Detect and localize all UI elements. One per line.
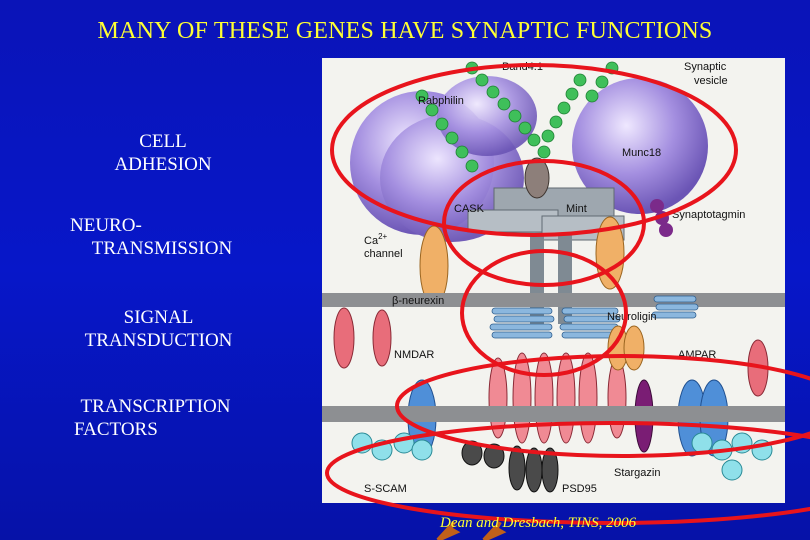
- label-psd95: PSD95: [562, 483, 597, 495]
- highlight-ellipse: [330, 63, 738, 237]
- category-line: SIGNAL: [123, 307, 194, 328]
- psd95-beads: [461, 440, 559, 493]
- highlight-ellipse: [460, 249, 628, 377]
- label-synaptic-vesicle: vesicle: [694, 75, 728, 87]
- category-line: TRANSDUCTION: [84, 330, 233, 351]
- label-nmdar: NMDAR: [394, 349, 434, 361]
- label-ca-superscript: 2+: [378, 232, 387, 241]
- highlight-ellipse: [325, 421, 810, 525]
- label-channel: channel: [364, 248, 403, 260]
- synaptic-vesicle: [572, 78, 708, 214]
- category-line: TRANSCRIPTION: [80, 396, 231, 417]
- synapse-diagram: Band4.1 Synaptic vesicle Rabphilin Munc1…: [322, 58, 810, 540]
- arrow-icon: [482, 525, 507, 540]
- label-scam: S-SCAM: [364, 483, 407, 495]
- label-munc18: Munc18: [622, 147, 661, 159]
- label-ca: Ca2+: [364, 232, 388, 247]
- category-line: CELL: [139, 131, 187, 152]
- highlight-circles: [325, 63, 810, 525]
- label-mint: Mint: [566, 203, 587, 215]
- neurexin-neuroligin-stacks: [489, 295, 699, 339]
- postsynaptic-membrane: [322, 406, 785, 422]
- category-line: ADHESION: [114, 154, 212, 175]
- label-cask: CASK: [454, 203, 485, 215]
- label-synaptotagmin: Synaptotagmin: [672, 209, 745, 221]
- band41-beads: [415, 61, 619, 173]
- highlight-ellipse: [442, 159, 646, 287]
- category-transcription-factors: TRANSCRIPTION FACTORS: [48, 395, 263, 441]
- citation: Dean and Dresbach, TINS, 2006: [440, 515, 637, 531]
- slide-title: MANY OF THESE GENES HAVE SYNAPTIC FUNCTI…: [97, 18, 713, 44]
- category-line: NEURO-: [70, 215, 142, 236]
- label-neuroligin: Neuroligin: [607, 311, 657, 323]
- category-line: TRANSMISSION: [91, 238, 233, 259]
- synaptic-vesicle: [437, 76, 537, 156]
- category-line: FACTORS: [74, 419, 158, 440]
- category-neurotransmission: NEURO- TRANSMISSION: [62, 214, 262, 260]
- label-neurexin: β-neurexin: [392, 295, 444, 307]
- arrow-icon: [436, 525, 461, 540]
- category-signal-transduction: SIGNAL TRANSDUCTION: [56, 306, 261, 352]
- highlight-ellipse: [395, 354, 810, 458]
- label-synaptic-vesicle: Synaptic: [684, 61, 727, 73]
- category-cell-adhesion: CELL ADHESION: [98, 130, 228, 176]
- label-stargazin: Stargazin: [614, 467, 660, 479]
- label-ca-text: Ca: [364, 235, 379, 247]
- label-rabphilin: Rabphilin: [418, 95, 464, 107]
- pointer-arrows: [436, 521, 507, 540]
